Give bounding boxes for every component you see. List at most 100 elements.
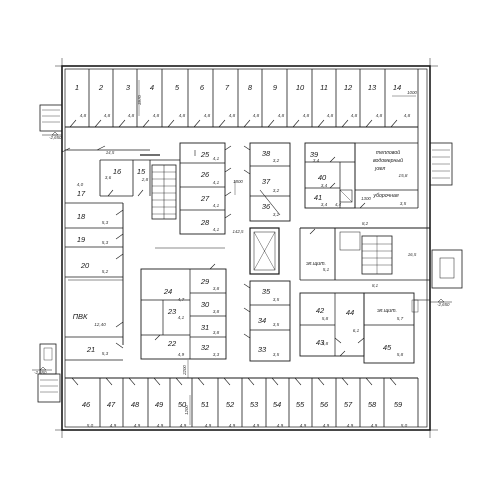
dimension-label: 3970 bbox=[137, 95, 142, 105]
bottom-row-walls bbox=[65, 360, 419, 427]
room-number: 30 bbox=[201, 300, 210, 309]
room-number: 37 bbox=[262, 177, 271, 186]
room-area: 4,8 bbox=[179, 113, 186, 118]
top-row-labels: 1 4,8 2 4,8 3 4,8 4 4,8 5 4,8 6 4,8 7 4,… bbox=[75, 83, 418, 118]
dimension-label: 1800 bbox=[233, 179, 243, 184]
room-number: 3 bbox=[126, 83, 131, 92]
room-number: 57 bbox=[344, 400, 353, 409]
room-number: 17 bbox=[77, 189, 86, 198]
room-number: 1 bbox=[75, 83, 79, 92]
room-area: 4,8 bbox=[351, 113, 358, 118]
area-label: 4,4 bbox=[335, 202, 342, 207]
room-area: 4,9 bbox=[300, 423, 307, 428]
central-block-walls bbox=[140, 263, 227, 360]
area-label: 8,2 bbox=[362, 221, 369, 226]
room-area: 3,3 bbox=[213, 352, 220, 357]
room-area: 4,1 bbox=[213, 180, 220, 185]
room-number: 48 bbox=[131, 400, 140, 409]
room-number: 45 bbox=[383, 343, 392, 352]
room-area: 3,5 bbox=[400, 201, 407, 206]
room-area: 3,5 bbox=[273, 297, 280, 302]
room-number: 59 bbox=[394, 400, 403, 409]
room-area: 3,4 bbox=[321, 183, 328, 188]
room-number: 56 bbox=[320, 400, 329, 409]
room-area: 4,8 bbox=[204, 113, 211, 118]
room-area: 4,9 bbox=[371, 423, 378, 428]
dimension-label: 2200 bbox=[182, 365, 187, 376]
central-block-labels: 24 4,7 29 3,8 23 4,1 30 3,8 31 3,8 22 4,… bbox=[163, 277, 220, 357]
room-area: 5,3 bbox=[102, 240, 109, 245]
level-mark: -2,650 bbox=[34, 370, 47, 375]
room-number: 47 bbox=[107, 400, 116, 409]
right-upper-walls bbox=[304, 127, 419, 209]
elevator-core bbox=[249, 189, 281, 275]
room-number: 15 bbox=[137, 167, 146, 176]
room-number: 10 bbox=[296, 83, 305, 92]
room-area: 5,7 bbox=[397, 316, 404, 321]
room-area: 4,1 bbox=[213, 227, 220, 232]
room-area: 4,1 bbox=[178, 315, 185, 320]
room-area: 4,1 bbox=[213, 203, 220, 208]
right-mid-walls bbox=[299, 227, 430, 281]
center-right-walls bbox=[243, 142, 291, 362]
room-area: 4,7 bbox=[178, 297, 185, 302]
room-area: 3,5 bbox=[273, 352, 280, 357]
room-number: 35 bbox=[262, 287, 271, 296]
level-mark: -2,650 bbox=[49, 135, 62, 140]
right-lower-walls bbox=[299, 292, 430, 364]
room-area: 5,3 bbox=[102, 351, 109, 356]
room-number: 58 bbox=[368, 400, 377, 409]
room-number: 38 bbox=[262, 149, 271, 158]
room-area: 5,8 bbox=[397, 352, 404, 357]
area-label: 142,5 bbox=[233, 229, 245, 234]
dimension-label: 1200 bbox=[184, 405, 189, 415]
level-mark: -2,650 bbox=[437, 302, 450, 307]
room-area: 5,8 bbox=[322, 316, 329, 321]
room-number: 13 bbox=[368, 83, 377, 92]
room-area: 4,9 bbox=[134, 423, 141, 428]
room-area: 3,2 bbox=[273, 188, 280, 193]
room-number: 34 bbox=[258, 316, 266, 325]
room-number: 20 bbox=[80, 261, 90, 270]
room-name: водомерный bbox=[373, 157, 403, 164]
room-number: 29 bbox=[200, 277, 210, 286]
room-number: 52 bbox=[226, 400, 235, 409]
room-area: 3,4 bbox=[313, 158, 320, 163]
room-area: 4,9 bbox=[253, 423, 260, 428]
room-number: 33 bbox=[258, 345, 267, 354]
room-number: 50 bbox=[178, 400, 187, 409]
room-area: 4,9 bbox=[205, 423, 212, 428]
room-area: 5,0 bbox=[401, 423, 408, 428]
room-name: эл.щит. bbox=[377, 308, 397, 314]
room-number: 23 bbox=[167, 307, 177, 316]
room-name: узел bbox=[374, 166, 386, 172]
room-area: 5,0 bbox=[87, 423, 94, 428]
room-area: 3,8 bbox=[213, 330, 220, 335]
room-number: 14 bbox=[393, 83, 401, 92]
room-area: 2,8 bbox=[141, 177, 149, 182]
pvk-label: ПВК bbox=[73, 312, 88, 321]
room-area: 4,8 bbox=[80, 113, 87, 118]
room-area: 3,6 bbox=[105, 175, 112, 180]
left-column-walls bbox=[61, 145, 180, 361]
room-area: 6,1 bbox=[353, 328, 360, 333]
right-mid-labels: 8,2 16,5 8,1 эл.щит. 5,1 bbox=[306, 221, 417, 288]
room-number: 26 bbox=[200, 170, 210, 179]
room-area: 4,8 bbox=[327, 113, 334, 118]
dimension-label: 1000 bbox=[407, 90, 417, 95]
room-area: 5,8 bbox=[322, 341, 329, 346]
room-area: 5,3 bbox=[102, 220, 109, 225]
room-area: 4,8 bbox=[104, 113, 111, 118]
room-number: 40 bbox=[318, 173, 327, 182]
room-number: 51 bbox=[201, 400, 209, 409]
right-upper-labels: 39 3,4 40 3,4 41 3,4 4,4 1300 тепловой в… bbox=[310, 149, 408, 207]
right-lower-labels: 42 5,8 43 5,8 44 6,1 эл.щит. 5,7 45 5,8 bbox=[316, 306, 404, 357]
room-area: 4,1 bbox=[213, 156, 220, 161]
left-column-labels: 14,5 16 3,6 15 2,8 4,0 17 18 5,3 19 5,3 … bbox=[73, 150, 149, 356]
room-number: 41 bbox=[314, 193, 322, 202]
exterior-pits bbox=[37, 104, 463, 403]
center-right-labels: 38 3,2 37 3,2 36 3,2 35 3,5 34 3,5 33 3,… bbox=[258, 149, 280, 357]
bottom-row-labels: 46 5,0 47 4,9 48 4,9 49 4,9 50 4,9 51 4,… bbox=[82, 365, 408, 428]
room-number: 18 bbox=[77, 212, 86, 221]
room-area: 3,8 bbox=[213, 309, 220, 314]
